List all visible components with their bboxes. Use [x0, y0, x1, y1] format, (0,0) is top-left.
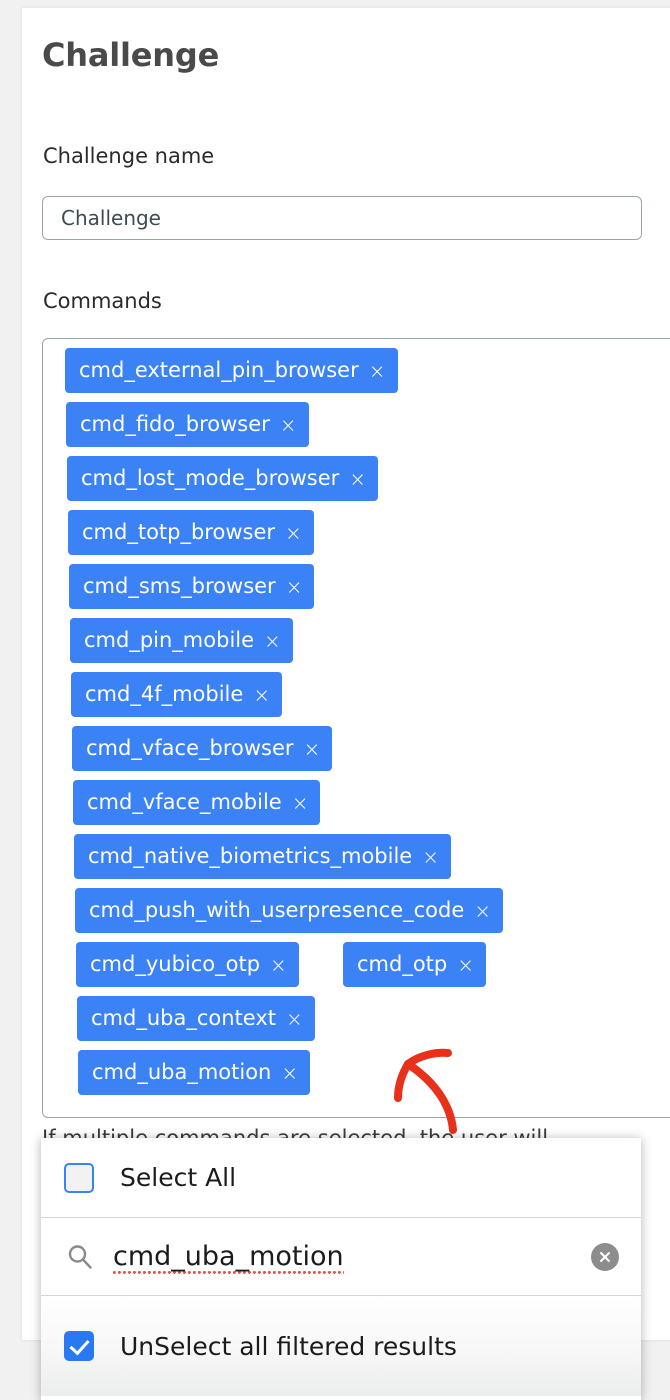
- commands-tag-row: cmd_external_pin_browser ×: [43, 348, 670, 402]
- commands-tag-row: cmd_native_biometrics_mobile ×: [43, 834, 670, 888]
- commands-label: Commands: [43, 289, 162, 313]
- command-tag-remove-icon[interactable]: ×: [291, 790, 309, 815]
- commands-tag-row: cmd_totp_browser ×: [43, 510, 670, 564]
- command-tag-remove-icon[interactable]: ×: [279, 412, 297, 437]
- command-tag-label: cmd_uba_motion: [92, 1060, 272, 1084]
- unselect-filtered-checkbox[interactable]: [64, 1331, 94, 1361]
- command-tag-remove-icon[interactable]: ×: [474, 898, 492, 923]
- commands-tag-row: cmd_lost_mode_browser ×: [43, 456, 670, 510]
- command-tag[interactable]: cmd_totp_browser ×: [68, 510, 314, 555]
- command-tag-label: cmd_pin_mobile: [84, 628, 255, 652]
- command-tag-remove-icon[interactable]: ×: [457, 952, 475, 977]
- command-tag[interactable]: cmd_fido_browser ×: [66, 402, 309, 447]
- command-tag-label: cmd_yubico_otp: [90, 952, 261, 976]
- select-all-label: Select All: [120, 1163, 237, 1192]
- command-tag[interactable]: cmd_native_biometrics_mobile ×: [74, 834, 451, 879]
- command-tag-remove-icon[interactable]: ×: [264, 628, 281, 653]
- command-tag[interactable]: cmd_uba_context ×: [77, 996, 315, 1041]
- commands-tag-list: cmd_external_pin_browser×cmd_fido_browse…: [43, 348, 670, 1104]
- command-tag-label: cmd_lost_mode_browser: [81, 466, 340, 490]
- search-icon: [68, 1244, 92, 1269]
- command-tag[interactable]: cmd_lost_mode_browser ×: [67, 456, 379, 501]
- commands-tag-row: cmd_yubico_otp × cmd_otp ×: [43, 942, 670, 996]
- dropdown-select-all-row[interactable]: Select All: [41, 1138, 641, 1218]
- command-tag-remove-icon[interactable]: ×: [281, 1060, 299, 1085]
- command-tag[interactable]: cmd_yubico_otp ×: [76, 942, 299, 987]
- command-tag[interactable]: cmd_otp ×: [343, 942, 487, 987]
- close-icon: [600, 1251, 610, 1262]
- search-input-value: cmd_uba_motion: [113, 1241, 344, 1276]
- unselect-filtered-label: UnSelect all filtered results: [120, 1331, 457, 1361]
- command-tag-remove-icon[interactable]: ×: [286, 1006, 303, 1031]
- commands-dropdown-panel[interactable]: Select All cmd_uba_motion UnSelect all f…: [41, 1138, 641, 1400]
- command-tag-label: cmd_otp: [357, 952, 448, 976]
- commands-tag-row: cmd_push_with_userpresence_code ×: [43, 888, 670, 942]
- command-tag[interactable]: cmd_external_pin_browser ×: [65, 348, 398, 393]
- commands-tag-row: cmd_uba_motion ×: [43, 1050, 670, 1104]
- commands-tag-row: cmd_sms_browser ×: [43, 564, 670, 618]
- command-tag-label: cmd_external_pin_browser: [79, 358, 359, 382]
- commands-multiselect[interactable]: cmd_external_pin_browser×cmd_fido_browse…: [42, 338, 670, 1118]
- command-tag[interactable]: cmd_pin_mobile ×: [70, 618, 293, 663]
- command-tag-remove-icon[interactable]: ×: [349, 466, 367, 491]
- command-tag-label: cmd_push_with_userpresence_code: [89, 898, 465, 922]
- command-tag-remove-icon[interactable]: ×: [285, 520, 302, 545]
- command-tag[interactable]: cmd_sms_browser ×: [69, 564, 315, 609]
- command-tag[interactable]: cmd_push_with_userpresence_code ×: [75, 888, 504, 933]
- commands-tag-row: cmd_fido_browser ×: [43, 402, 670, 456]
- commands-tag-row: cmd_vface_mobile ×: [43, 780, 670, 834]
- command-tag-remove-icon[interactable]: ×: [253, 682, 271, 707]
- command-tag-remove-icon[interactable]: ×: [368, 358, 386, 383]
- dropdown-search-row[interactable]: cmd_uba_motion: [41, 1218, 641, 1296]
- command-tag-label: cmd_fido_browser: [80, 412, 270, 436]
- search-clear-button[interactable]: [591, 1242, 619, 1271]
- challenge-name-input[interactable]: [42, 196, 642, 240]
- command-tag[interactable]: cmd_4f_mobile ×: [71, 672, 283, 717]
- command-tag-label: cmd_4f_mobile: [85, 682, 244, 706]
- command-tag-remove-icon[interactable]: ×: [285, 574, 303, 599]
- commands-tag-row: cmd_pin_mobile ×: [43, 618, 670, 672]
- command-tag-label: cmd_totp_browser: [82, 520, 275, 544]
- page-title: Challenge: [42, 36, 220, 74]
- command-tag-label: cmd_uba_context: [91, 1006, 276, 1030]
- command-tag-label: cmd_native_biometrics_mobile: [88, 844, 413, 868]
- dropdown-unselect-filtered-row[interactable]: UnSelect all filtered results: [41, 1296, 641, 1396]
- commands-tag-row: cmd_uba_context ×: [43, 996, 670, 1050]
- command-tag[interactable]: cmd_uba_motion ×: [78, 1050, 311, 1095]
- select-all-checkbox[interactable]: [64, 1162, 94, 1193]
- command-tag-remove-icon[interactable]: ×: [270, 952, 287, 977]
- command-tag-label: cmd_sms_browser: [83, 574, 276, 598]
- command-tag-remove-icon[interactable]: ×: [303, 736, 321, 761]
- commands-tag-row: cmd_vface_browser ×: [43, 726, 670, 780]
- command-tag-remove-icon[interactable]: ×: [422, 844, 439, 869]
- command-tag[interactable]: cmd_vface_mobile ×: [73, 780, 321, 825]
- commands-tag-row: cmd_4f_mobile ×: [43, 672, 670, 726]
- command-tag-label: cmd_vface_browser: [86, 736, 294, 760]
- challenge-name-label: Challenge name: [43, 144, 215, 168]
- search-input[interactable]: cmd_uba_motion: [113, 1241, 344, 1276]
- command-tag-label: cmd_vface_mobile: [87, 790, 282, 814]
- command-tag[interactable]: cmd_vface_browser ×: [72, 726, 333, 771]
